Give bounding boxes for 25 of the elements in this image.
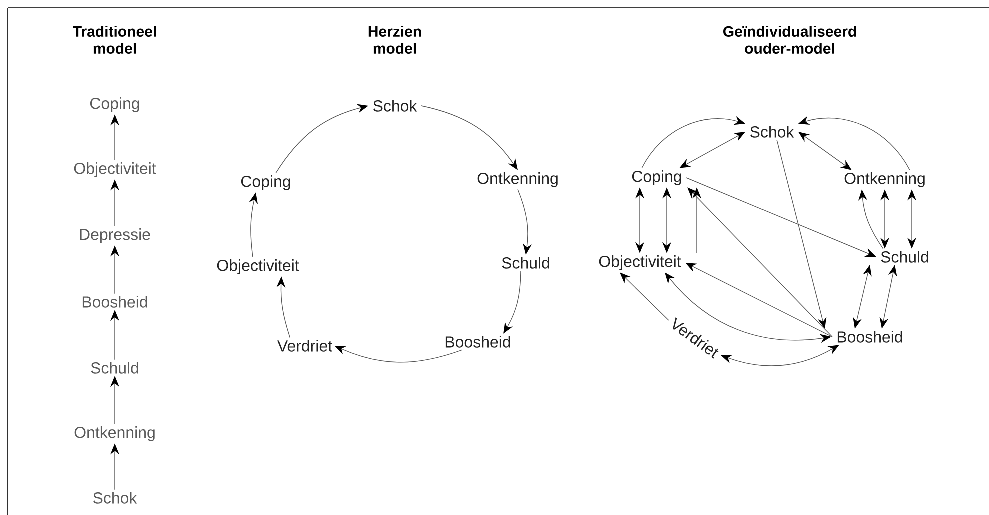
- stage-label: Ontkenning: [478, 172, 558, 188]
- stage-label: Objectiviteit: [599, 256, 682, 270]
- stage-label: Schok: [94, 492, 138, 504]
- stage-label: Boosheid: [838, 331, 902, 343]
- stage-label: Verdriet: [278, 340, 332, 352]
- stage-label: Objectiviteit: [217, 260, 300, 274]
- stage-label: Schuld: [502, 257, 550, 269]
- stage-label: Schok: [374, 100, 418, 112]
- stage-label: Ontkenning: [74, 426, 155, 442]
- stage-label: Coping: [241, 176, 290, 190]
- stage-label: Coping: [90, 98, 140, 112]
- stage-label: Boosheid: [446, 336, 510, 348]
- stage-label: Schok: [750, 126, 794, 138]
- arrow: [688, 188, 833, 338]
- stage-label: Boosheid: [82, 296, 148, 308]
- model-heading: Herzien model: [368, 26, 422, 54]
- stage-label: Schuld: [91, 362, 138, 374]
- stage-label: Ontkenning: [844, 172, 925, 188]
- arrow: [620, 272, 670, 321]
- stage-label: Schuld: [881, 251, 928, 263]
- stage-label: Coping: [632, 170, 682, 186]
- model-heading: Traditioneel model: [73, 26, 156, 54]
- model-heading: Geïndividualiseerd ouder-model: [724, 26, 856, 54]
- stage-label: Objectiviteit: [74, 162, 156, 178]
- stage-label: Depressie: [80, 228, 150, 244]
